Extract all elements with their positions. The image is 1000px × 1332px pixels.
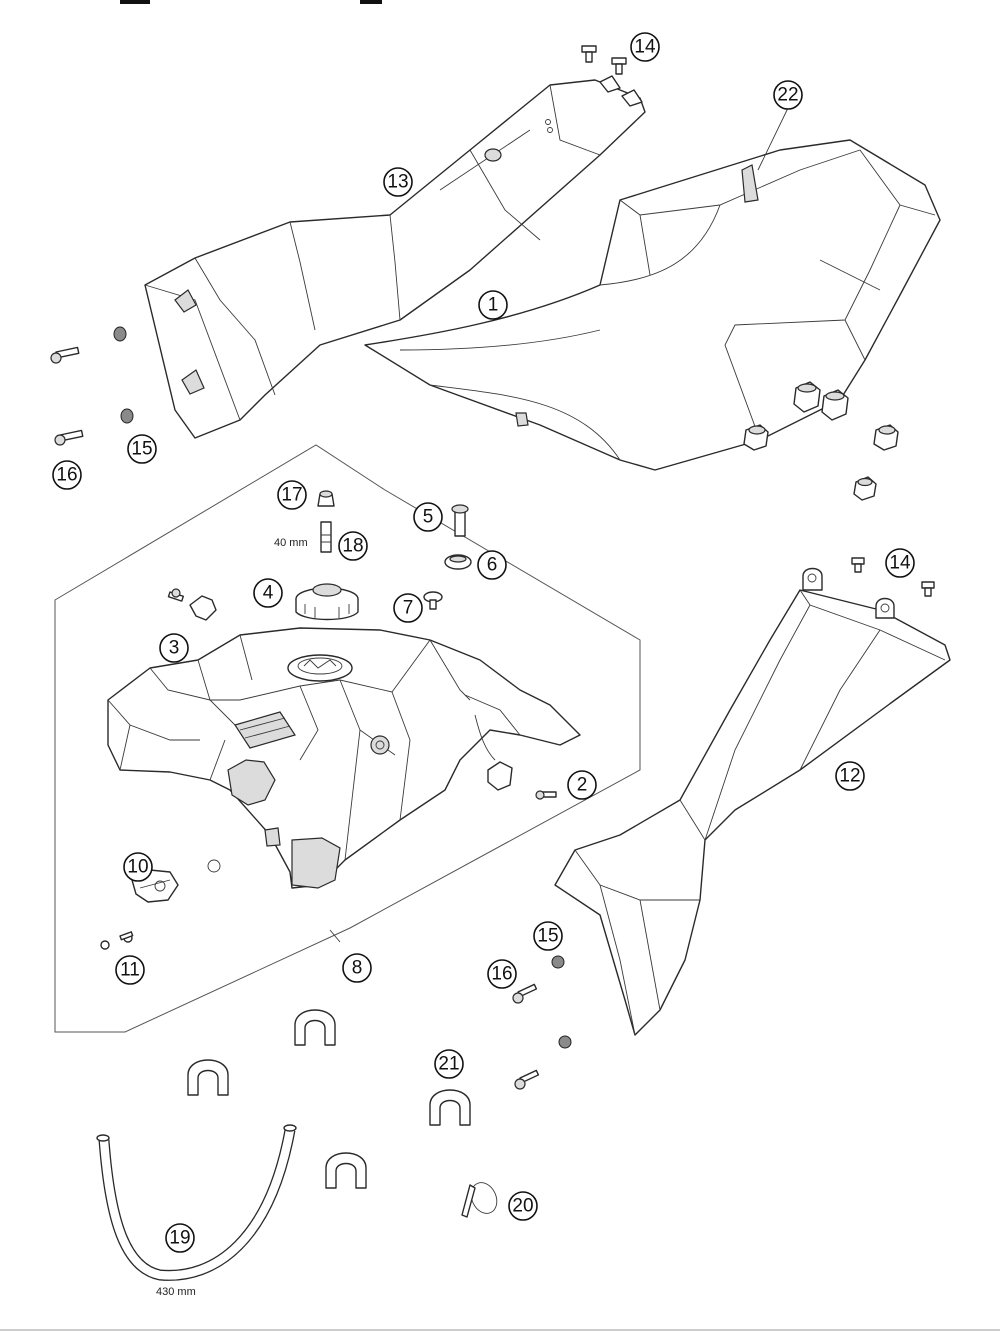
callout-3: 3 [159, 633, 189, 663]
left-spoiler-fasteners [50, 45, 627, 446]
svg-text:11: 11 [120, 960, 140, 981]
left-spoiler-part [144, 75, 646, 439]
svg-text:16: 16 [56, 465, 77, 486]
right-spoiler-part [554, 567, 951, 1036]
svg-text:13: 13 [387, 172, 408, 193]
svg-text:4: 4 [263, 583, 274, 604]
tank-assembly-frame [54, 444, 641, 1033]
svg-text:8: 8 [352, 958, 363, 979]
callout-6: 6 [477, 550, 507, 580]
svg-text:19: 19 [169, 1228, 190, 1249]
callout-10: 10 [123, 852, 153, 882]
callout-16-right: 16 [487, 959, 517, 989]
svg-text:3: 3 [169, 638, 180, 659]
svg-text:2: 2 [577, 775, 588, 796]
callout-14-right: 14 [885, 548, 915, 578]
svg-text:12: 12 [839, 766, 860, 787]
svg-text:21: 21 [438, 1054, 459, 1075]
callout-19: 19 [165, 1223, 195, 1253]
svg-text:16: 16 [491, 964, 512, 985]
svg-text:14: 14 [634, 37, 656, 58]
callout-13: 13 [383, 167, 413, 197]
callout-20: 20 [508, 1191, 538, 1221]
callout-21: 21 [434, 1049, 464, 1079]
callout-12: 12 [835, 761, 865, 791]
callout-7: 7 [393, 593, 423, 623]
callout-18: 18 [338, 531, 368, 561]
callout-2: 2 [567, 770, 597, 800]
header-fragment [360, 0, 382, 4]
callout-1: 1 [478, 290, 508, 320]
breather-length-label: 40 mm [274, 537, 308, 549]
callout-14-top: 14 [630, 32, 660, 62]
header-fragment [120, 0, 150, 4]
svg-text:18: 18 [342, 536, 363, 557]
cable-tie-part [461, 1182, 498, 1218]
svg-text:14: 14 [889, 553, 911, 574]
callout-5: 5 [413, 502, 443, 532]
svg-text:6: 6 [487, 555, 498, 576]
hose-clip-group [187, 1009, 471, 1189]
svg-text:5: 5 [423, 507, 434, 528]
callout-17: 17 [277, 480, 307, 510]
right-spoiler-fasteners [512, 557, 935, 1090]
svg-text:15: 15 [131, 439, 152, 460]
svg-text:22: 22 [777, 85, 798, 106]
hose-length-label: 430 mm [156, 1286, 196, 1298]
svg-text:7: 7 [403, 598, 414, 619]
svg-text:17: 17 [281, 485, 302, 506]
callout-16-left: 16 [52, 460, 82, 490]
callout-15-left: 15 [127, 434, 157, 464]
fuel-tank-part [107, 627, 581, 889]
svg-text:10: 10 [127, 857, 148, 878]
fuel-hose-part [96, 1124, 297, 1281]
tank-small-parts [100, 490, 557, 950]
svg-text:20: 20 [512, 1196, 533, 1217]
callout-8: 8 [342, 953, 372, 983]
callout-15-right: 15 [533, 921, 563, 951]
seat-bumper-group [743, 381, 899, 501]
svg-text:15: 15 [537, 926, 558, 947]
callout-22: 22 [773, 80, 803, 110]
callout-11: 11 [115, 955, 145, 985]
callout-4: 4 [253, 578, 283, 608]
svg-text:1: 1 [488, 295, 499, 316]
